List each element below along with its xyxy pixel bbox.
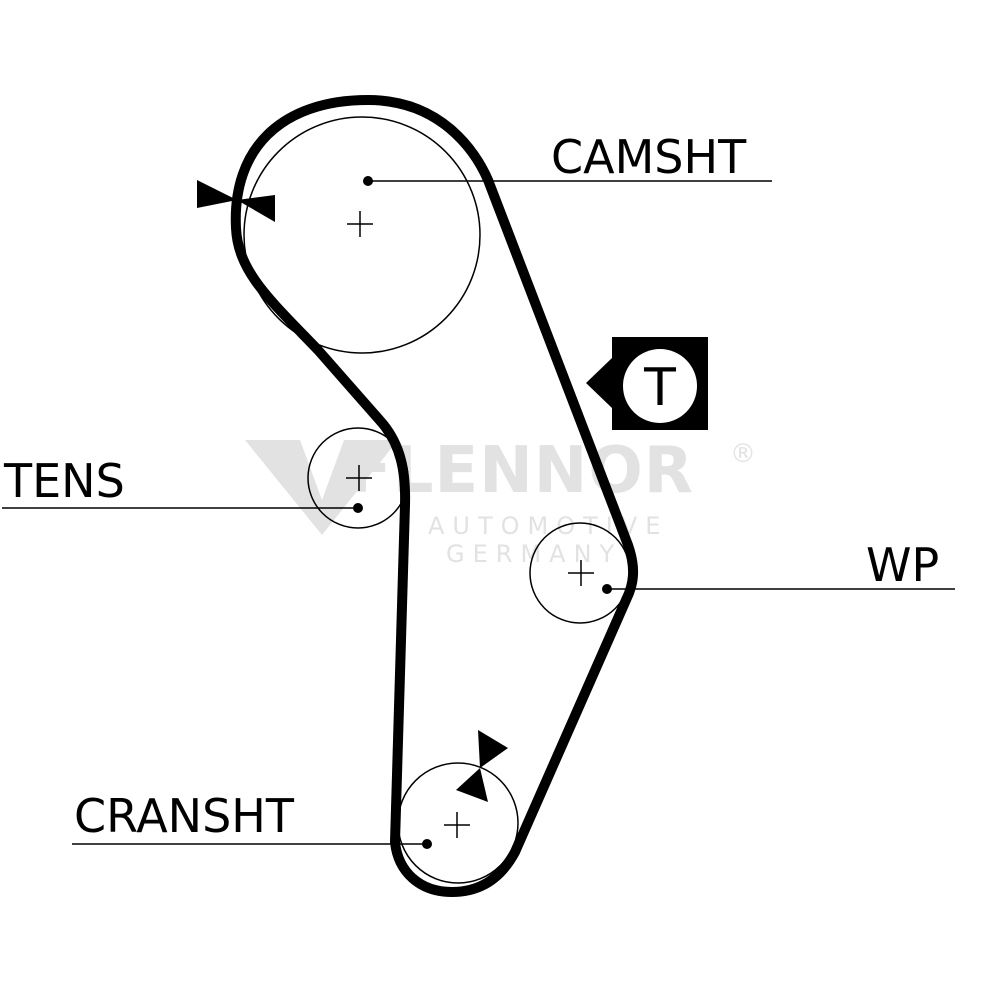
watermark-registered: ® — [730, 439, 756, 469]
camshaft-dot — [363, 176, 373, 186]
crankshaft-pulley — [397, 762, 519, 884]
camshaft-label: CAMSHT — [551, 130, 747, 184]
watermark-line-2: GERMANY — [446, 540, 622, 568]
timing-belt — [230, 95, 638, 897]
tensioner-center-mark — [346, 465, 372, 491]
tension-symbol: T — [586, 337, 708, 430]
watermark-line-1: AUTOMOTIVE — [428, 512, 668, 540]
watermark-logo-mark — [245, 440, 398, 535]
crankshaft-dot — [422, 839, 432, 849]
tension-symbol-letter: T — [643, 358, 676, 418]
crankshaft-label: CRANSHT — [74, 789, 295, 843]
water-pump-center-mark — [568, 560, 594, 586]
watermark: FLENNOR ® AUTOMOTIVE GERMANY — [245, 434, 756, 568]
crankshaft-timing-mark — [456, 730, 508, 802]
water-pump-label: WP — [866, 538, 939, 592]
camshaft-timing-mark — [197, 180, 275, 222]
tensioner-label: TENS — [3, 454, 125, 508]
tensioner-dot — [353, 503, 363, 513]
camshaft-pulley — [243, 116, 481, 354]
camshaft-center-mark — [347, 211, 373, 237]
water-pump-dot — [602, 584, 612, 594]
crankshaft-center-mark — [444, 812, 470, 838]
